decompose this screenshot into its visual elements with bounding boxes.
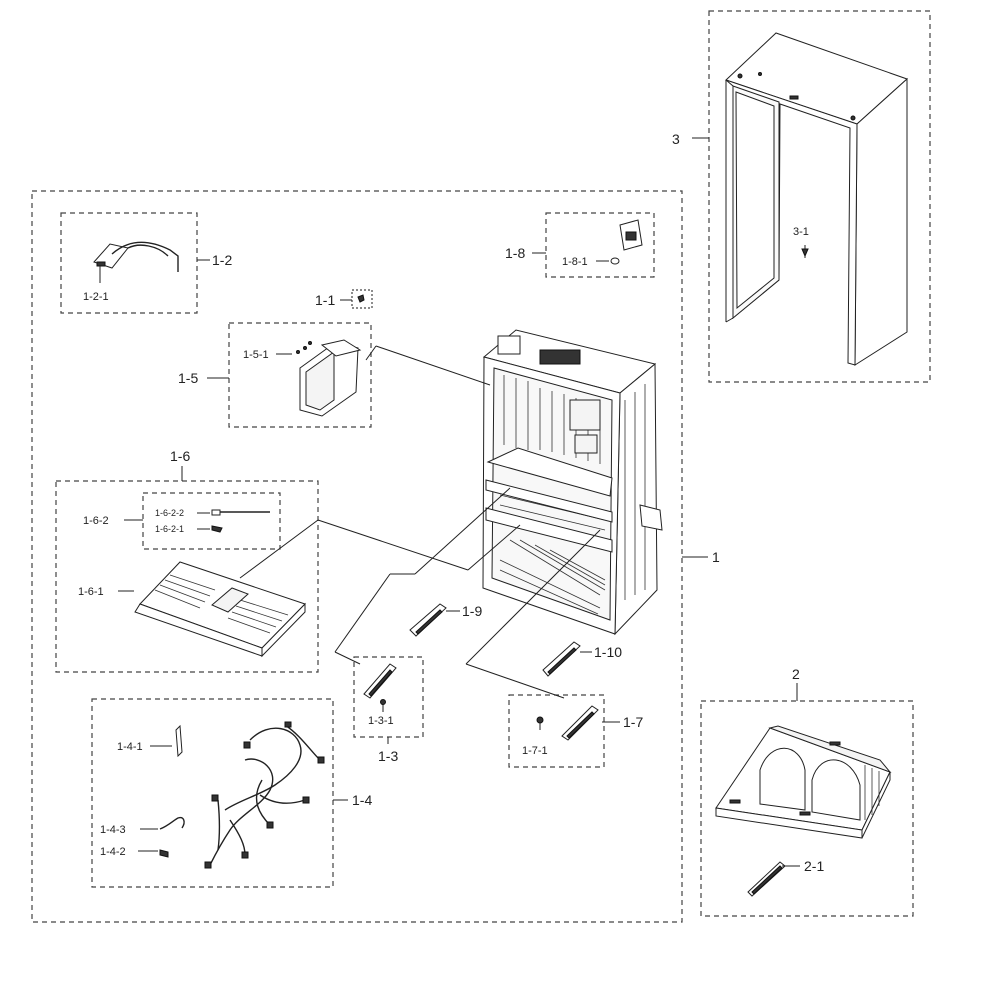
- group-box-2: [700, 700, 914, 917]
- inner-cabinet-part: [482, 329, 663, 636]
- label-1-4: 1-4: [352, 792, 372, 808]
- group-box-1: [31, 190, 683, 923]
- label-1-6: 1-6: [170, 448, 190, 464]
- label-1-6-2-1: 1-6-2-1: [155, 524, 184, 534]
- group-box-1-5: [228, 322, 372, 428]
- label-3: 3: [672, 131, 680, 147]
- rail-1-10-part: [542, 641, 581, 677]
- label-1-5-1: 1-5-1: [243, 349, 269, 361]
- label-1-9: 1-9: [462, 603, 482, 619]
- panel-1-6-1-part: [134, 561, 306, 658]
- rail-1-3-part: [363, 663, 397, 712]
- group-box-1-6: [55, 480, 319, 673]
- rail-2-1-part: [747, 861, 786, 897]
- label-1-2: 1-2: [212, 252, 232, 268]
- wire-harness-1-4-part: [204, 721, 325, 869]
- label-1-6-2-2: 1-6-2-2: [155, 508, 184, 518]
- label-1-6-1: 1-6-1: [78, 586, 104, 598]
- group-box-1-6-2: [142, 492, 281, 550]
- part-1-6-2-1: [211, 525, 223, 533]
- label-1-4-3: 1-4-3: [100, 824, 126, 836]
- label-2: 2: [792, 666, 800, 682]
- group-box-1-4: [91, 698, 334, 888]
- group-box-1-2: [60, 212, 198, 314]
- label-1-8: 1-8: [505, 245, 525, 261]
- outer-case-part: [725, 32, 908, 366]
- part-1-4-3: [159, 816, 185, 830]
- rail-1-9-part: [409, 603, 447, 637]
- part-1-4-1: [175, 724, 183, 758]
- assembly-1-8-part: [610, 219, 643, 265]
- group-box-3: [708, 10, 931, 383]
- label-1-4-1: 1-4-1: [117, 741, 143, 753]
- group-box-1-8: [545, 212, 655, 278]
- label-1-5: 1-5: [178, 370, 198, 386]
- part-1-6-2-2: [211, 509, 270, 516]
- assembly-1-5-part: [296, 339, 362, 417]
- label-1-4-2: 1-4-2: [100, 846, 126, 858]
- label-1-10: 1-10: [594, 644, 622, 660]
- label-1: 1: [712, 549, 720, 565]
- label-1-7: 1-7: [623, 714, 643, 730]
- label-3-1: 3-1: [793, 226, 809, 238]
- assembly-1-2-part: [93, 241, 179, 283]
- label-1-2-1: 1-2-1: [83, 291, 109, 303]
- label-1-3-1: 1-3-1: [368, 715, 394, 727]
- leader-lines: [118, 137, 800, 867]
- rail-1-7-part: [536, 705, 599, 741]
- label-2-1: 2-1: [804, 858, 824, 874]
- label-1-3: 1-3: [378, 748, 398, 764]
- label-1-7-1: 1-7-1: [522, 745, 548, 757]
- screw-3-1-part: [801, 245, 809, 258]
- callout-labels: 1 1-2 1-2-1 1-8 1-8-1 1-1 1-5 1-5-1 1-6 …: [78, 131, 824, 874]
- group-box-1-1: [351, 289, 373, 309]
- clip-1-1-part: [357, 294, 365, 303]
- part-1-4-2: [159, 849, 169, 858]
- base-2-part: [715, 725, 892, 839]
- label-1-8-1: 1-8-1: [562, 256, 588, 268]
- label-1-1: 1-1: [315, 292, 335, 308]
- label-1-6-2: 1-6-2: [83, 515, 109, 527]
